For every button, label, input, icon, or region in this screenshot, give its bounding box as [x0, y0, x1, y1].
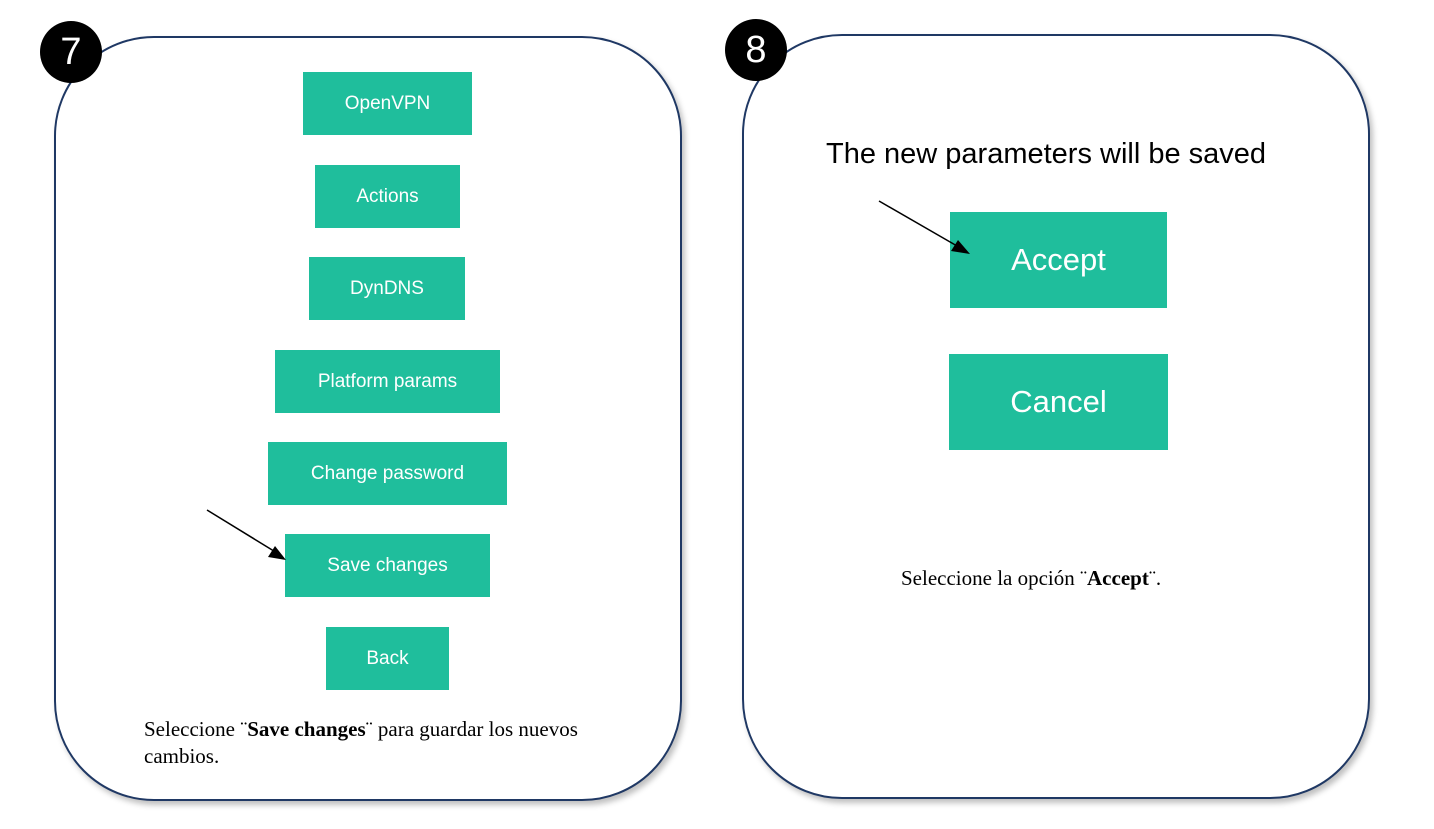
dialog-heading: The new parameters will be saved — [826, 138, 1267, 170]
step-7-badge: 7 — [40, 21, 102, 83]
step-7-caption: Seleccione ¨Save changes¨ para guardar l… — [144, 716, 644, 770]
caption-bold: Save changes — [247, 717, 366, 741]
dyndns-button[interactable]: DynDNS — [309, 257, 465, 320]
openvpn-button[interactable]: OpenVPN — [303, 72, 472, 135]
step-8-badge: 8 — [725, 19, 787, 81]
actions-button[interactable]: Actions — [315, 165, 460, 228]
save-changes-button[interactable]: Save changes — [285, 534, 490, 597]
back-button[interactable]: Back — [326, 627, 449, 690]
caption-suffix: ¨ para guardar los nuevos cambios. — [144, 717, 578, 768]
caption-bold: Accept — [1087, 566, 1149, 590]
caption-prefix: Seleccione ¨ — [144, 717, 248, 741]
platform-params-button[interactable]: Platform params — [275, 350, 500, 413]
caption-suffix: ¨. — [1148, 566, 1162, 590]
accept-button[interactable]: Accept — [950, 212, 1167, 308]
caption-prefix: Seleccione la opción ¨ — [901, 566, 1088, 590]
step-8-caption: Seleccione la opción ¨Accept¨. — [901, 565, 1161, 592]
cancel-button[interactable]: Cancel — [949, 354, 1168, 450]
change-password-button[interactable]: Change password — [268, 442, 507, 505]
